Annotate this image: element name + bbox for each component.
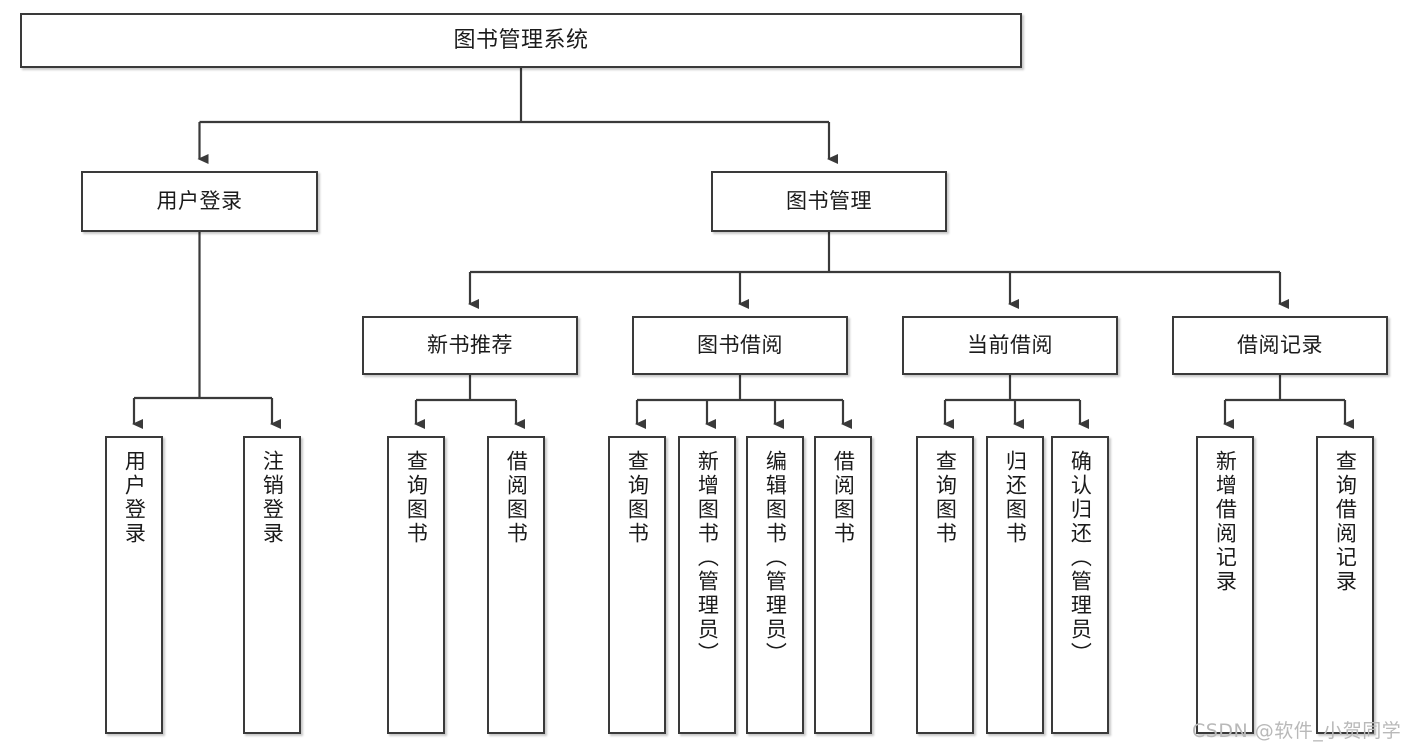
node-leaf-add-book[interactable]: 新增图书（管理员）: [678, 436, 736, 734]
node-book-manage[interactable]: 图书管理: [711, 171, 947, 232]
node-label: 查询图书: [933, 450, 958, 546]
node-label: 查询图书: [625, 450, 650, 546]
node-leaf-return[interactable]: 归还图书: [986, 436, 1044, 734]
node-label: 当前借阅: [967, 333, 1053, 358]
node-label: 新书推荐: [427, 333, 513, 358]
node-label: 用户登录: [122, 450, 147, 546]
node-leaf-query-3[interactable]: 查询图书: [916, 436, 974, 734]
node-label: 新增图书（管理员）: [695, 450, 720, 666]
node-leaf-edit-book[interactable]: 编辑图书（管理员）: [746, 436, 804, 734]
node-label: 图书借阅: [697, 333, 783, 358]
node-new-book-rec[interactable]: 新书推荐: [362, 316, 578, 375]
node-borrow-record[interactable]: 借阅记录: [1172, 316, 1388, 375]
node-root[interactable]: 图书管理系统: [20, 13, 1022, 68]
node-leaf-query-2[interactable]: 查询图书: [608, 436, 666, 734]
node-label: 归还图书: [1003, 450, 1028, 546]
node-label: 借阅图书: [831, 450, 856, 546]
node-leaf-query-rec[interactable]: 查询借阅记录: [1316, 436, 1374, 734]
node-label: 查询图书: [404, 450, 429, 546]
node-book-borrow[interactable]: 图书借阅: [632, 316, 848, 375]
node-label: 新增借阅记录: [1213, 450, 1238, 594]
node-label: 图书管理: [786, 189, 872, 214]
node-label: 借阅记录: [1237, 333, 1323, 358]
node-label: 图书管理系统: [453, 27, 589, 53]
node-label: 编辑图书（管理员）: [763, 450, 788, 666]
node-current-borrow[interactable]: 当前借阅: [902, 316, 1118, 375]
node-label: 注销登录: [260, 450, 285, 546]
node-label: 用户登录: [156, 189, 243, 214]
node-user-login[interactable]: 用户登录: [81, 171, 318, 232]
node-leaf-borrow-2[interactable]: 借阅图书: [814, 436, 872, 734]
node-leaf-confirm[interactable]: 确认归还（管理员）: [1051, 436, 1109, 734]
node-label: 借阅图书: [504, 450, 529, 546]
node-leaf-add-rec[interactable]: 新增借阅记录: [1196, 436, 1254, 734]
edge-group: [132, 68, 1354, 429]
node-label: 确认归还（管理员）: [1068, 450, 1093, 666]
node-leaf-user-login[interactable]: 用户登录: [105, 436, 163, 734]
node-leaf-borrow-1[interactable]: 借阅图书: [487, 436, 545, 734]
node-leaf-query-1[interactable]: 查询图书: [387, 436, 445, 734]
node-leaf-logout[interactable]: 注销登录: [243, 436, 301, 734]
node-label: 查询借阅记录: [1333, 450, 1358, 594]
